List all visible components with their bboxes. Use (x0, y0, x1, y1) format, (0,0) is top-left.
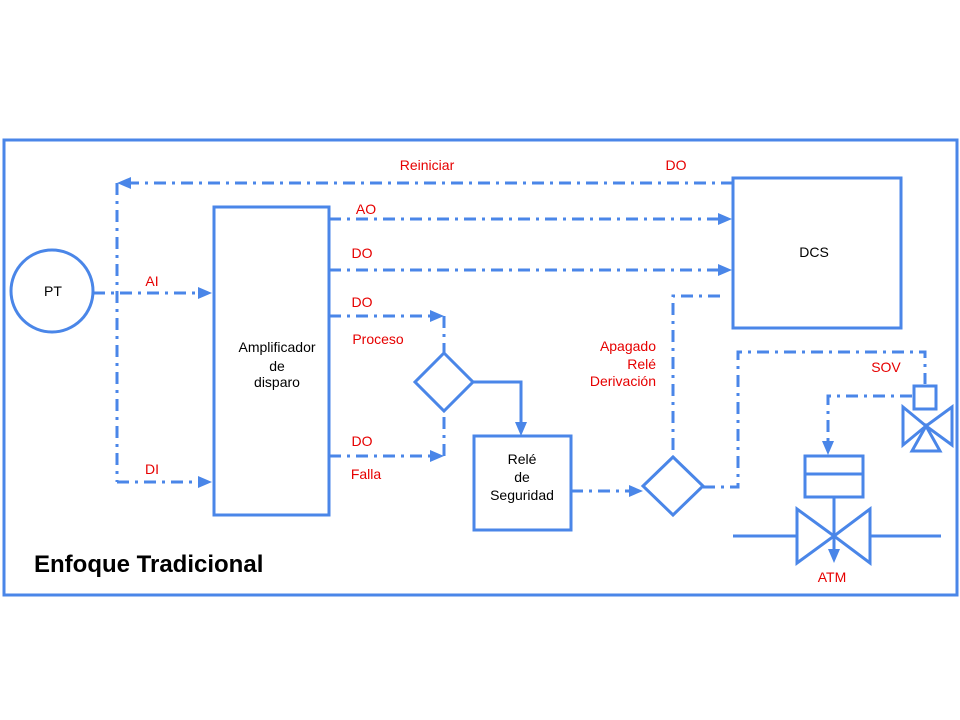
do-reset-label: DO (666, 157, 687, 173)
falla-label: Falla (351, 466, 382, 482)
atm-vent-arrowhead (828, 549, 840, 563)
di-arrowhead (198, 476, 212, 488)
proceso-label: Proceso (352, 331, 404, 347)
sov-valve-left-triangle (901, 403, 929, 449)
relay-to-or-arrowhead (629, 485, 643, 497)
do-dcs-label: DO (352, 245, 373, 261)
trip-amplifier-box (212, 205, 331, 517)
ao-label: AO (356, 201, 376, 217)
main-valve-right-triangle (831, 506, 872, 566)
diagram-title: Enfoque Tradicional (34, 551, 263, 578)
sov-label: SOV (871, 359, 901, 375)
di-label: DI (145, 461, 159, 477)
trip-to-sov-line (703, 350, 927, 489)
ai-arrowhead (198, 287, 212, 299)
ai-label: AI (145, 273, 158, 289)
and-to-relay-arrowhead (515, 422, 527, 436)
derivacion-label: Derivación (590, 373, 656, 389)
sov-to-actuator-arrowhead (822, 441, 834, 455)
atm-label: ATM (818, 569, 847, 585)
pt-transmitter (9, 248, 95, 334)
ao-arrowhead (718, 213, 732, 225)
sov-solenoid-box (912, 384, 938, 411)
reiniciar-label: Reiniciar (400, 157, 455, 173)
proceso-arrowhead (430, 310, 444, 322)
trip-amplifier-label-1: Amplificador (238, 339, 315, 355)
valve-actuator-box (803, 454, 865, 499)
trip-amplifier-label-3: disparo (254, 374, 300, 390)
sov-to-actuator-line (826, 394, 912, 442)
trip-amplifier-label-2: de (269, 358, 285, 374)
do-proceso-label: DO (352, 294, 373, 310)
outer-frame (2, 138, 959, 597)
dcs-label: DCS (799, 244, 829, 260)
do-falla-label: DO (352, 433, 373, 449)
safety-relay-label-3: Seguridad (490, 487, 554, 503)
logic-diamond-2 (640, 454, 706, 518)
bypass-line (671, 294, 720, 457)
safety-relay-box (472, 434, 573, 532)
rele-label: Relé (627, 356, 656, 372)
apagado-label: Apagado (600, 338, 656, 354)
dcs-box (731, 176, 903, 330)
and-to-relay-line (473, 380, 523, 422)
do-dcs-arrowhead (718, 264, 732, 276)
sov-valve-right-triangle (923, 404, 954, 448)
logic-diamond-1 (412, 350, 476, 414)
reset-arrowhead (117, 177, 131, 189)
sov-valve-bottom-triangle (909, 422, 943, 453)
safety-relay-label-2: de (514, 469, 530, 485)
falla-arrowhead (430, 450, 444, 462)
pt-label: PT (44, 283, 62, 299)
main-valve-left-triangle (795, 506, 837, 566)
safety-relay-label-1: Relé (508, 451, 537, 467)
